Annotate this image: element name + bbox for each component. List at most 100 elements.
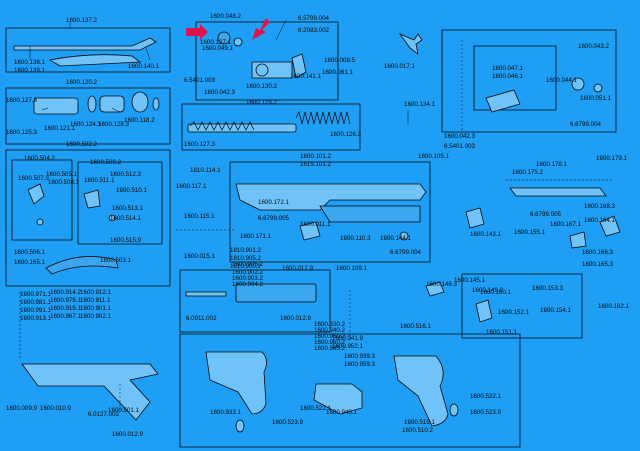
trigger-sear-part: [27, 183, 45, 205]
part-number-label: 1600.137.1: [200, 39, 232, 46]
part-number-label: 1600.915.1: [50, 305, 82, 312]
sight-screw-part: [185, 291, 227, 297]
part-number-label: 1600.912.1: [80, 289, 112, 296]
part-number-label: 1600.930.2: [314, 321, 346, 328]
frame-upper-left: [5, 87, 171, 145]
frame-spring-rails: [181, 103, 361, 151]
part-number-label: 6.6799.005: [530, 211, 562, 218]
part-number-label: 1600.960.2: [314, 339, 346, 346]
part-number-label: 1600.904.2: [232, 281, 264, 288]
part-number-label: 6.5799.004: [298, 15, 330, 22]
frame-sight-block: [179, 269, 331, 333]
part-number-label: 1600.043.2: [578, 43, 610, 50]
muzzle-cap-part: [131, 91, 149, 113]
part-number-label: 1600.515.9: [110, 237, 142, 244]
part-number-label: 1600.501.1: [108, 407, 140, 414]
part-number-label: 1810.114.1: [190, 167, 221, 174]
frame-trigger-sub-a: [11, 159, 73, 241]
part-number-label: 1600.965.2: [314, 345, 346, 352]
part-number-label: 1600.149.2: [472, 287, 504, 294]
highlight-arrows: [186, 18, 270, 40]
part-number-label: 1600.506.1: [14, 249, 46, 256]
frame-receiver: [229, 161, 431, 263]
frame-trigger-group: [5, 149, 171, 287]
part-number-label: 1600.162.1: [598, 303, 630, 310]
barrel-ring-part: [87, 95, 97, 113]
part-number-label: 1600.502.2: [66, 141, 98, 148]
part-number-label: 1600.130.2: [246, 83, 278, 90]
part-number-label: 1600.138.1: [14, 59, 46, 66]
part-number-label: 1600.152.1: [498, 309, 530, 316]
part-number-label: 1600.126.3: [330, 131, 362, 138]
part-number-label: 1600.155.1: [514, 229, 546, 236]
trigger-lever-part: [83, 189, 101, 209]
part-number-label: 1600.903.2: [232, 275, 264, 282]
part-number-label: 1600.516.1: [400, 323, 432, 330]
receiver-base-part: [319, 205, 421, 223]
part-number-label: 1600.009.9: [6, 405, 38, 412]
part-number-label: 1600.511.1: [84, 177, 115, 184]
part-number-label: 1600.118.2: [124, 117, 155, 124]
grip-screw-right-part: [449, 403, 459, 417]
part-number-label: 1600.513.1: [112, 205, 144, 212]
barrel-tube-part: [33, 97, 79, 115]
part-number-label: 1600.981.1: [20, 299, 52, 306]
receiver-screw-part: [399, 231, 409, 241]
part-number-label: 1600.051.1: [580, 95, 612, 102]
sight-block-part: [235, 283, 317, 303]
part-number-label: 1600.167.1: [550, 221, 582, 228]
grip-plate-part: [313, 383, 363, 415]
leader: [145, 47, 151, 61]
part-number-label: 1600.017.1: [384, 63, 416, 70]
bolt-handle-part: [291, 53, 307, 79]
part-number-label: 1600.515.1: [404, 419, 436, 426]
red-arrow-icon: [252, 18, 270, 40]
right-grip-part: [393, 355, 449, 427]
part-number-label: 1600.144.1: [380, 235, 412, 242]
frame-action-top: [195, 21, 339, 101]
part-number-label: 1600.166.3: [582, 249, 614, 256]
leader: [275, 19, 287, 41]
part-number-label: 1600.137.2: [66, 17, 98, 24]
barrel-bushing-part: [152, 97, 160, 111]
part-number-label: 1810.905.2: [230, 255, 262, 262]
part-number-label: 1600.902.1: [80, 313, 112, 320]
frame-safety-group: [461, 273, 583, 339]
part-number-label: 1600.911.1: [80, 297, 111, 304]
leader-lines: [19, 19, 612, 410]
sight-knob-part: [571, 77, 585, 91]
part-number-label: 1600.121.1: [44, 125, 76, 132]
part-number-label: 1600.127.3: [6, 97, 38, 104]
part-number-label: 1600.151.1: [486, 329, 518, 336]
leader: [111, 107, 121, 113]
part-number-label: 1600.991.1: [20, 307, 52, 314]
trigger-blade-part: [45, 256, 119, 275]
part-number-label: 1600.141.1: [290, 73, 322, 80]
part-number-label: 1600.125.2: [246, 99, 278, 106]
part-number-label: 1600.975.1: [50, 297, 82, 304]
part-number-label: 1600.514.1: [110, 215, 142, 222]
piston-seal-part: [233, 37, 243, 47]
part-number-label: 1600.115.1: [184, 213, 215, 220]
part-number-label: 1600.044.1: [546, 77, 578, 84]
leader: [41, 107, 49, 111]
part-number-label: 1600.913.1: [20, 315, 52, 322]
part-number-label: 1600.143.1: [470, 231, 502, 238]
part-number-label: 1600.914.2: [50, 289, 82, 296]
part-number-label: 1600.012.9: [282, 265, 314, 272]
part-number-label: 1600.508.1: [48, 179, 80, 186]
part-number-label: 1600.153.3: [532, 285, 564, 292]
part-number-label: 1600.523.9: [272, 419, 304, 426]
part-number-label: 1600.124.3: [70, 121, 102, 128]
grip-screw-left-part: [235, 419, 245, 433]
part-number-label: 6.0911.002: [186, 315, 217, 322]
part-number-label: 1600.008.5: [324, 57, 356, 64]
part-number-label: 1600.140.1: [128, 63, 160, 70]
part-number-label: 1600.939.3: [344, 353, 376, 360]
part-number-label: 1600.510.1: [116, 187, 148, 194]
part-number-label: 1600.950.2: [314, 333, 346, 340]
barrel-shroud-lower: [48, 54, 142, 67]
part-number-label: 1600.503.1: [100, 257, 132, 264]
part-number-label: 1600.150.1: [480, 289, 512, 296]
part-number-label: 1600.134.1: [404, 101, 436, 108]
